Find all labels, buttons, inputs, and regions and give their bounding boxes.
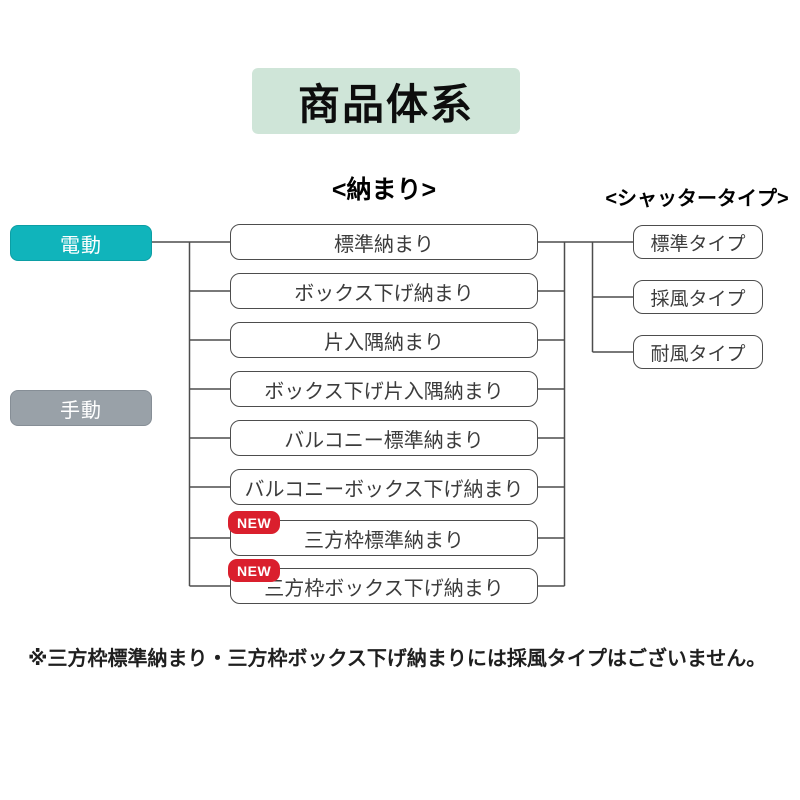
osamari-node-balcony-box-lowered: バルコニーボックス下げ納まり — [230, 469, 538, 505]
new-badge: NEW — [228, 511, 281, 534]
osamari-column-header: <納まり> — [331, 176, 437, 204]
osamari-node-label: 三方枠標準納まり — [304, 529, 464, 552]
shutter-type-node-wind-resistant: 耐風タイプ — [633, 335, 763, 369]
osamari-node-box-lowered: ボックス下げ納まり — [230, 273, 538, 309]
drive-type-manual: 手動 — [10, 390, 152, 426]
shutter-type-column-header: <シャッタータイプ> — [605, 188, 789, 210]
new-badge: NEW — [228, 559, 281, 582]
drive-type-electric: 電動 — [10, 225, 152, 261]
osamari-node-corner: 片入隅納まり — [230, 322, 538, 358]
osamari-node-threeway-box-lowered: NEW 三方枠ボックス下げ納まり — [228, 559, 538, 604]
shutter-type-node-standard: 標準タイプ — [633, 225, 763, 259]
diagram-title-banner: 商品体系 — [252, 68, 520, 134]
osamari-node-threeway-standard: NEW 三方枠標準納まり — [228, 511, 538, 556]
osamari-node-box-lowered-corner: ボックス下げ片入隅納まり — [230, 371, 538, 407]
osamari-node-standard: 標準納まり — [230, 224, 538, 260]
footnote: ※三方枠標準納まり・三方枠ボックス下げ納まりには採風タイプはございません。 — [28, 648, 767, 670]
osamari-node-balcony-standard: バルコニー標準納まり — [230, 420, 538, 456]
shutter-type-node-ventilation: 採風タイプ — [633, 280, 763, 314]
diagram-title: 商品体系 — [297, 80, 474, 128]
osamari-node-label: 三方枠ボックス下げ納まり — [264, 577, 504, 600]
